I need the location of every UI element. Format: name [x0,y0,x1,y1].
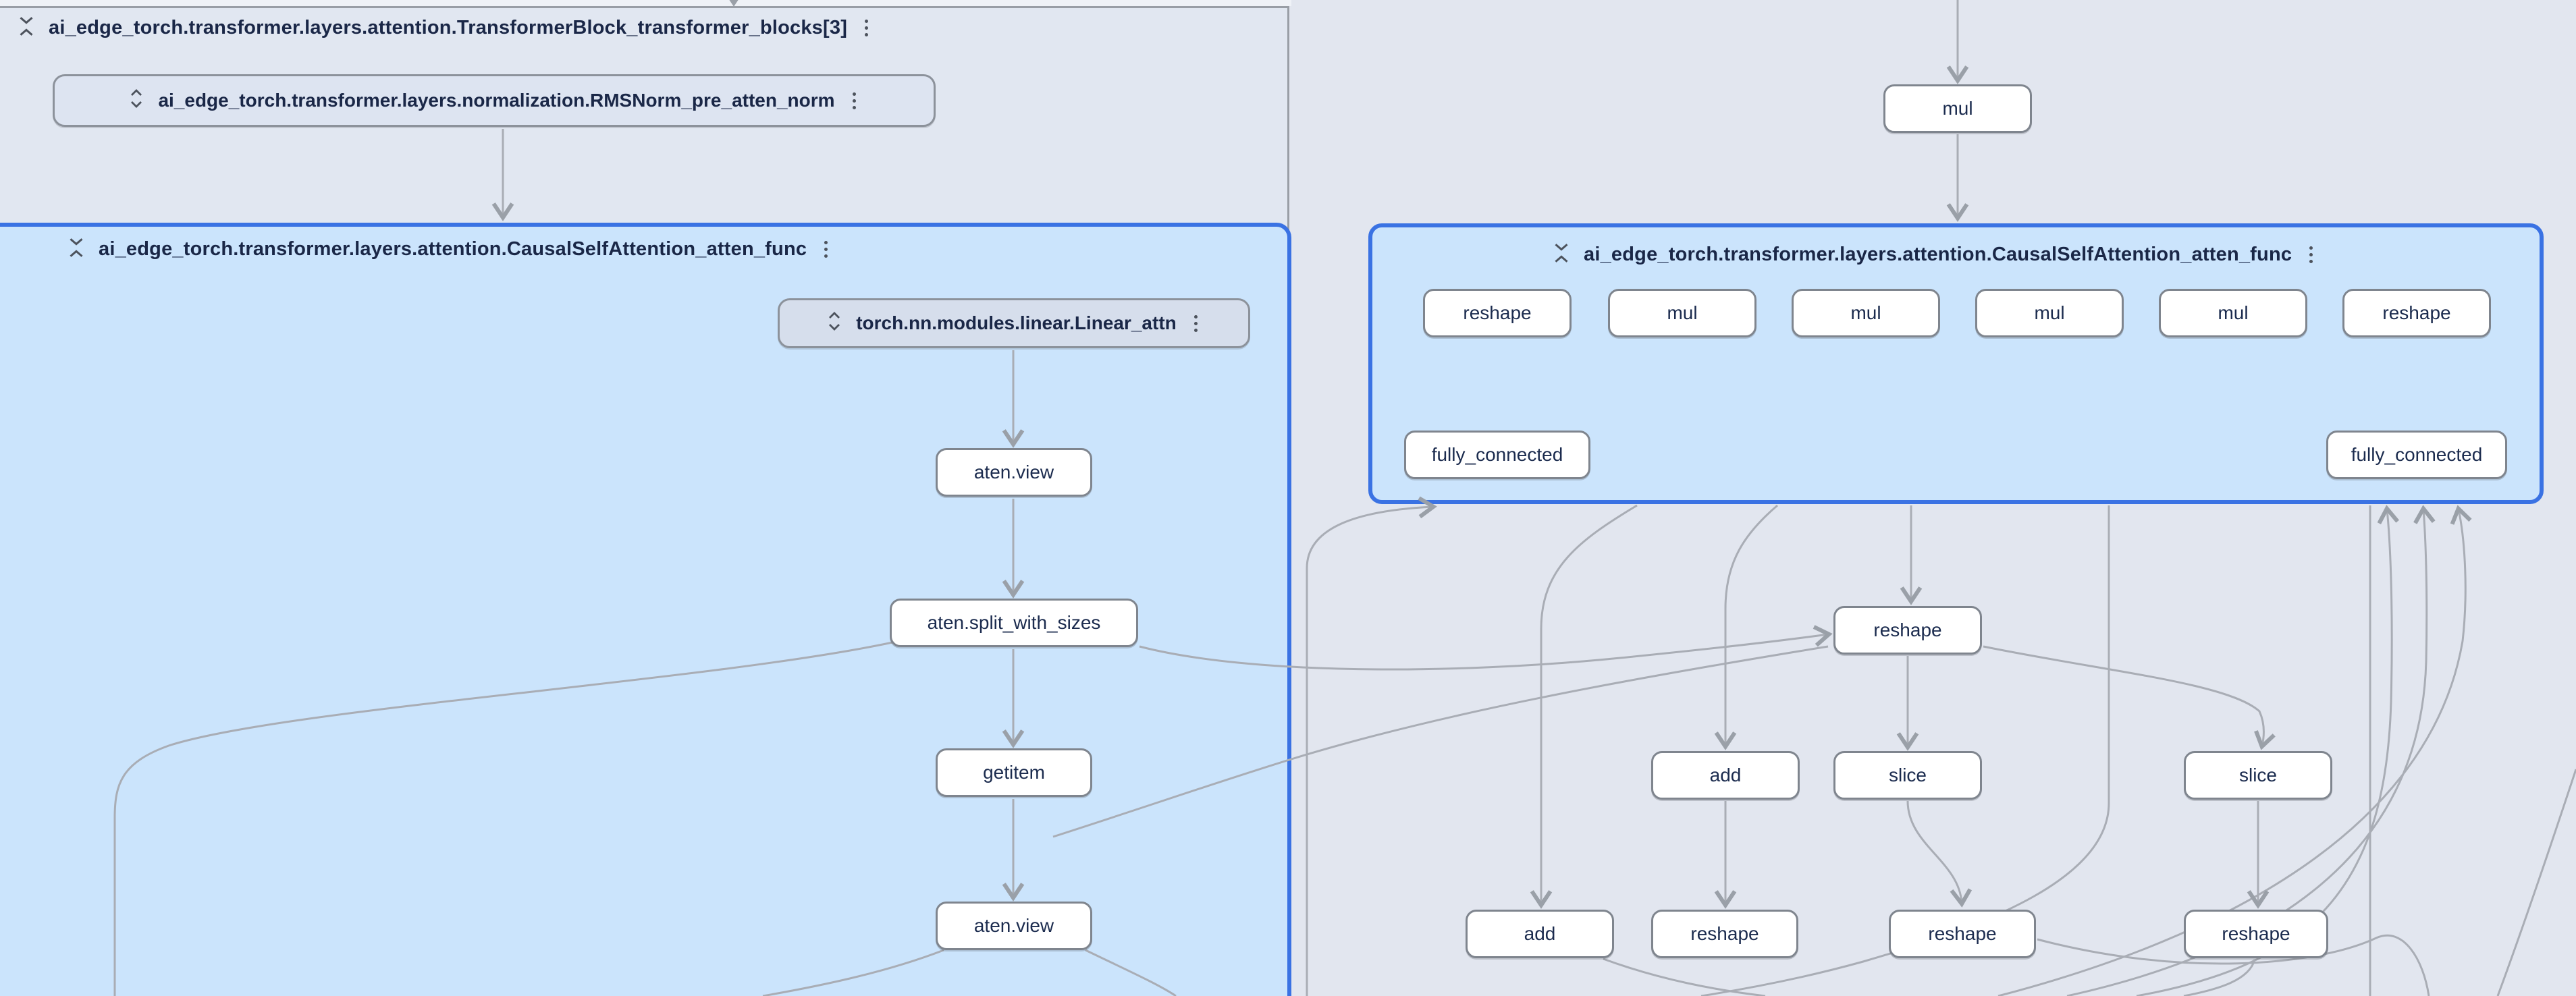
group-title: ai_edge_torch.transformer.layers.attenti… [99,238,807,260]
op-label: aten.view [973,915,1054,936]
node-fully-connected-right[interactable]: fully_connected [2326,431,2507,479]
op-label: add [1524,923,1556,944]
kebab-menu-icon[interactable] [1190,312,1202,335]
op-label: slice [2238,765,2277,785]
op-label: reshape [1463,302,1532,323]
op-label: slice [1888,765,1927,785]
edge-midreshape-to-slice2 [1983,645,2276,750]
node-mul-row-2[interactable]: mul [1792,289,1940,337]
op-label: mul [2218,302,2249,323]
node-mul-row-4[interactable]: mul [2159,289,2307,337]
op-label: fully_connected [1431,444,1563,465]
op-label: fully_connected [2351,444,2483,465]
node-add-1[interactable]: add [1651,751,1800,800]
unfold-more-icon[interactable] [826,310,842,337]
op-label: mul [1667,302,1698,323]
header-causal-self-attention-left[interactable]: ai_edge_torch.transformer.layers.attenti… [68,233,832,265]
edge-group-to-add2 [1530,504,1638,909]
edge-riser-into-group [1306,496,1437,996]
op-label: reshape [2382,302,2451,323]
node-reshape-mid[interactable]: reshape [1833,606,1982,655]
layer-node-label: torch.nn.modules.linear.Linear_attn [856,312,1177,333]
edge-add2-out [1603,958,1766,996]
edge-outside-right [2496,769,2576,996]
node-mul-row-3[interactable]: mul [1975,289,2124,337]
edge-group-to-add1 [1714,504,1778,750]
node-fully-connected-left[interactable]: fully_connected [1404,431,1590,479]
kebab-menu-icon[interactable] [849,90,860,112]
kebab-menu-icon[interactable] [2305,244,2317,266]
header-causal-self-attention-right[interactable]: ai_edge_torch.transformer.layers.attenti… [1553,239,2317,270]
node-reshape-row-2[interactable]: reshape [2342,289,2491,337]
op-label: mul [2034,302,2065,323]
edge-botreshape3-out [2183,959,2256,996]
unfold-less-icon[interactable] [68,237,85,262]
layer-node-label: ai_edge_torch.transformer.layers.normali… [158,90,835,111]
node-reshape-bottom-1[interactable]: reshape [1651,910,1798,958]
kebab-menu-icon[interactable] [820,238,832,260]
node-reshape-bottom-3[interactable]: reshape [2184,910,2328,958]
node-aten-view-1[interactable]: aten.view [936,448,1092,497]
node-getitem[interactable]: getitem [936,748,1092,797]
node-aten-view-2[interactable]: aten.view [936,902,1092,950]
op-label: reshape [2222,923,2290,944]
op-label: aten.split_with_sizes [927,612,1101,633]
node-mul-top[interactable]: mul [1883,84,2032,133]
op-label: mul [1850,302,1881,323]
node-reshape-row-1[interactable]: reshape [1423,289,1572,337]
node-linear-attn[interactable]: torch.nn.modules.linear.Linear_attn [778,298,1250,348]
group-title: ai_edge_torch.transformer.layers.attenti… [49,16,848,38]
op-label: reshape [1690,923,1759,944]
op-label: reshape [1928,923,1997,944]
unfold-less-icon[interactable] [1553,242,1570,267]
op-label: getitem [983,762,1045,783]
node-mul-row-1[interactable]: mul [1608,289,1756,337]
node-slice-1[interactable]: slice [1833,751,1982,800]
node-aten-split-with-sizes[interactable]: aten.split_with_sizes [890,599,1138,647]
node-slice-2[interactable]: slice [2184,751,2332,800]
unfold-less-icon[interactable] [18,16,35,40]
edge-slice1-to-reshape [1906,800,1973,908]
node-reshape-bottom-2[interactable]: reshape [1889,910,2036,958]
node-add-2[interactable]: add [1466,910,1614,958]
kebab-menu-icon[interactable] [861,17,872,39]
header-transformer-block[interactable]: ai_edge_torch.transformer.layers.attenti… [18,12,872,43]
op-label: reshape [1873,619,1942,640]
group-title: ai_edge_torch.transformer.layers.attenti… [1584,243,2292,265]
op-label: aten.view [973,462,1054,482]
op-label: add [1709,765,1742,785]
unfold-more-icon[interactable] [128,88,144,114]
op-label: mul [1942,98,1973,119]
node-rmsnorm-pre-atten-norm[interactable]: ai_edge_torch.transformer.layers.normali… [53,74,936,127]
canvas-background-strip [0,0,1291,6]
